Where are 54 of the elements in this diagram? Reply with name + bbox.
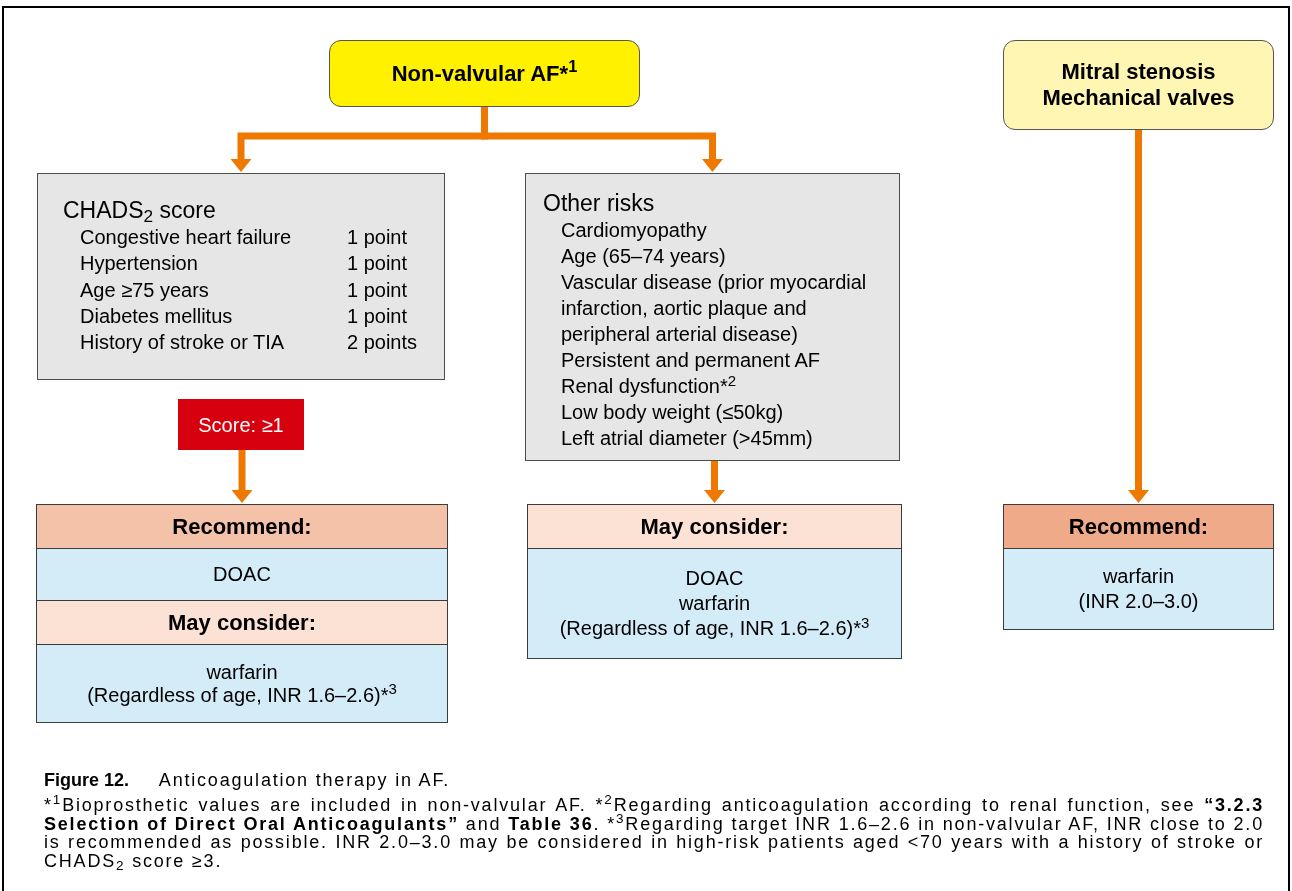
therapy-text: warfarin [1102,564,1175,589]
list-heading: CHADS$_{2}$ score [63,196,216,224]
list-heading: Other risks [543,189,655,217]
points-value: 1 point [347,303,408,329]
threshold-label: Score: ≥1 [198,412,284,438]
recommendation-header [36,504,448,549]
risk-factor: History of stroke or TIA [80,330,285,356]
arrow [481,107,723,172]
therapy-text: warfarin [206,660,278,684]
therapy-text: (Regardless of age, INR 1.6–2.6)*$^{3}$ [87,683,397,707]
condition-box [329,40,640,107]
condition-label: Mechanical valves [1042,85,1235,111]
footnote-text: *$^{1}$Bioprosthetic values are included in non-valvular AF. *$^{2}$Regarding anticoagulation according to renal function, see “3.2.3 Selection of Direct Oral Anticoagulants” and Table 36. *$^{3}$Regarding target INR 1.6–2.6 in non-valvular AF, INR close to 2.0 is recommended as possible. INR 2.0–3.0 may be considered in high-risk patients aged <70 years with a history of stroke or CHADS$_{2}$ score ≥3. [44,796,1264,871]
risk-factor: Cardiomyopathy [561,218,707,243]
points-value: 1 point [347,277,408,303]
condition-label: Mitral stenosis [1061,59,1216,85]
recommendation-header [1003,504,1274,549]
therapy-cell [36,548,448,601]
arrow [231,450,253,503]
risk-factors-panel [525,173,900,461]
condition-box [1003,40,1274,130]
risk-factor: Left atrial diameter (>45mm) [561,426,813,451]
risk-factor: Renal dysfunction*$^{2}$ [561,373,737,399]
score-criteria-panel [37,173,445,380]
figure-caption: Figure 12. Anticoagulation therapy in AF. [44,771,450,790]
therapy-text: DOAC [685,566,744,591]
arrow [704,461,725,503]
recommendation-header [527,504,902,549]
arrow [1128,130,1149,503]
risk-factor: Age (65–74 years) [561,244,726,269]
risk-factor: Congestive heart failure [80,225,292,250]
therapy-text: (Regardless of age, INR 1.6–2.6)*$^{3}$ [559,616,870,641]
risk-factor: Vascular disease (prior myocardial infarction, aortic plaque and peripheral arterial disease) [561,270,868,347]
points-value: 1 point [347,251,408,277]
risk-factor: Diabetes mellitus [80,303,233,329]
risk-factor: Low body weight (≤50kg) [561,400,784,425]
threshold-box [178,399,304,450]
risk-factor: Persistent and permanent AF [561,348,821,373]
recommendation-header [36,600,448,645]
heading-label: May consider: [168,609,316,637]
risk-factor: Hypertension [80,251,198,277]
points-value: 1 point [347,225,408,250]
therapy-text: DOAC [213,563,271,586]
therapy-cell [36,644,448,723]
heading-label: Recommend: [1068,513,1209,541]
therapy-cell [1003,548,1274,630]
heading-label: May consider: [640,513,789,541]
therapy-text: warfarin [678,591,751,616]
heading-label: Recommend: [172,513,312,541]
risk-factor: Age ≥75 years [80,277,209,303]
therapy-text: (INR 2.0–3.0) [1078,589,1199,614]
therapy-cell [527,548,902,659]
condition-label: Non-valvular AF*$^{1}$ [391,60,578,87]
points-value: 2 points [347,330,418,356]
